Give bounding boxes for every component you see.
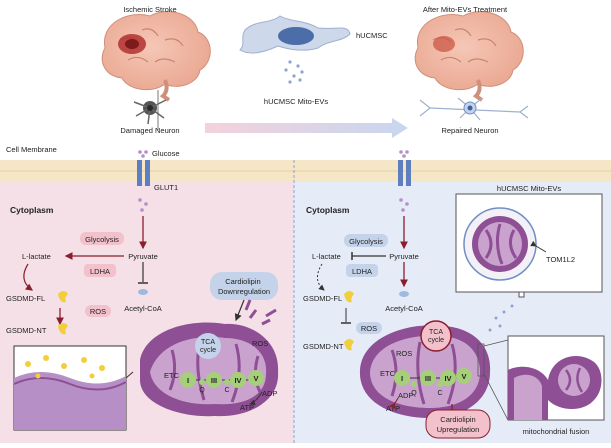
complex-i-label-left: I [187,376,189,385]
glut1-label: GLUT1 [154,183,178,192]
ev-vesicle [463,207,537,281]
adp-label-left: ADP [262,389,277,398]
gsdmd-fl-label-left: GSDMD-FL [6,294,45,303]
hucmsc-evs-label: hUCMSC Mito-EVs [264,97,328,106]
complex-iii-label-right: III [425,374,431,383]
glut1-transporter-right [398,150,411,186]
acetyl-coa-label-right: Acetyl-CoA [385,304,423,313]
ldha-box-right [346,264,378,277]
etc-complexes-left [180,370,264,388]
etc-label-left: ETC [164,371,180,380]
svg-text:TCA: TCA [429,329,443,336]
cardiolipin-down-label: Cardiolipin Downregulation [218,277,270,296]
ros-box-left [85,305,111,317]
membrane-pore-inset-left [13,345,134,431]
glycolysis-label-left: Glycolysis [85,235,119,244]
gsdmd-fl-label-right: GSDMD-FL [303,294,342,303]
ros-label-left: ROS [90,307,106,316]
svg-text:Upregulation: Upregulation [437,425,480,434]
etc-complexes-right [394,368,472,387]
treatment-arrow [205,118,408,138]
repaired-brain-icon [414,11,524,102]
glucose-label: Glucose [152,149,180,158]
mito-fusion-label: mitochondrial fusion [523,427,590,436]
pyruvate-label-right: Pyruvate [389,252,419,261]
l-lactate-label-right: L-lactate [312,252,341,261]
complex-v-right [456,368,472,384]
tom1l2-label: TOM1L2 [546,255,575,264]
tca-cycle-right [420,320,452,352]
tca-cycle-left [195,333,221,359]
complex-q-label-right: Q [411,390,417,397]
complex-v-left [248,370,264,386]
cell-membrane-label: Cell Membrane [6,145,57,154]
ldha-label-left: LDHA [90,267,110,276]
svg-text:cycle: cycle [200,347,216,354]
svg-text:Cardiolipin: Cardiolipin [440,415,475,424]
complex-iv-left [230,372,246,388]
l-lactate-label-left: L-lactate [22,252,51,261]
ischemic-stroke-label: Ischemic Stroke [123,5,176,14]
complex-c-label-right: C [437,390,442,397]
complex-v-label-right: V [461,372,466,381]
pyruvate-label-left: Pyruvate [128,252,158,261]
complex-iv-label-left: IV [234,376,241,385]
adp-label-right: ADP [398,391,413,400]
glycolysis-box-right [344,234,388,247]
gsdmd-nt-label-left: GSDMD-NT [6,326,47,335]
glut1-transporter-left [137,150,150,186]
glycolysis-label-right: Glycolysis [349,237,383,246]
repaired-neuron-label: Repaired Neuron [441,126,498,135]
hucmsc-cell-icon [239,15,351,54]
fusion-illustration [508,356,602,420]
mito-evs-inset-title: hUCMSC Mito-EVs [497,184,561,193]
inset-anchor [518,291,525,298]
complex-iv-label-right: IV [444,374,451,383]
damaged-neuron-icon [133,90,167,130]
glucose-particles-left [138,198,148,212]
ldha-label-right: LDHA [352,267,372,276]
complex-i-left [180,372,196,388]
glucose-particles-right [399,198,409,212]
ev-trail [488,304,514,332]
complex-i-right [394,370,410,386]
etc-label-right: ETC [380,369,396,378]
ev-particles [284,60,304,84]
complex-iii-label-left: III [211,376,217,385]
cardiolipin-up-box [425,409,491,439]
acetyl-coa-label-left: Acetyl-CoA [124,304,162,313]
gsdmd-nt-icon-right [344,339,354,351]
ros-label-right-mito: ROS [396,349,412,358]
repaired-neuron-icon [419,97,529,121]
atp-label-left: ATP [240,403,254,412]
complex-c-label-left: C [224,387,229,394]
tca-label-left: TCA [201,339,215,346]
gsdmd-nt-icon-left [58,323,68,335]
gsdmd-fl-icon-right [344,291,354,303]
glycolysis-box-left [80,232,124,245]
ldha-box-left [84,264,116,277]
cardiolipin-down-box [210,272,278,300]
damaged-neuron-label: Damaged Neuron [120,126,179,135]
complex-iii-left [206,372,222,388]
ros-box-right [356,322,382,334]
complex-q-label-left: Q [199,387,205,394]
cytoplasm-label-right: Cytoplasm [306,205,350,215]
ros-label-right: ROS [361,324,377,333]
gsdmd-nt-label-right: GSDMD-NT [303,342,344,351]
hucmsc-label: hUCMSC [356,31,388,40]
complex-i-label-right: I [401,374,403,383]
after-treatment-label: After Mito-EVs Treatment [423,5,508,14]
complex-iv-right [440,370,456,386]
gsdmd-fl-icon-left [58,291,68,303]
svg-text:cycle: cycle [428,337,444,344]
cytoplasm-label-left: Cytoplasm [10,205,54,215]
complex-iii-right [420,370,436,386]
ros-label-left-mito: ROS [252,339,268,348]
complex-v-label-left: V [253,374,258,383]
ischemic-brain-icon [101,11,211,102]
